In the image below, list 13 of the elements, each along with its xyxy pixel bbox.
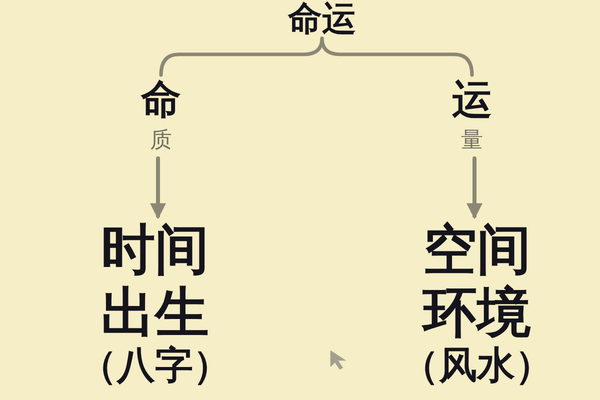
label-text: 质 <box>150 128 172 154</box>
term-text: 时间 <box>101 220 209 280</box>
term-text: 环境 <box>423 283 531 343</box>
term-text: 出生 <box>101 283 209 343</box>
heading-text: 运 <box>452 78 492 122</box>
title-text: 命运 <box>288 1 356 38</box>
note-text: （八字） <box>79 344 231 387</box>
arrow <box>150 156 166 220</box>
term-text: 空间 <box>423 220 531 280</box>
note-text: （风水） <box>401 344 553 387</box>
heading-text: 命 <box>141 78 181 122</box>
arrow <box>466 156 482 220</box>
label-text: 量 <box>461 128 483 154</box>
